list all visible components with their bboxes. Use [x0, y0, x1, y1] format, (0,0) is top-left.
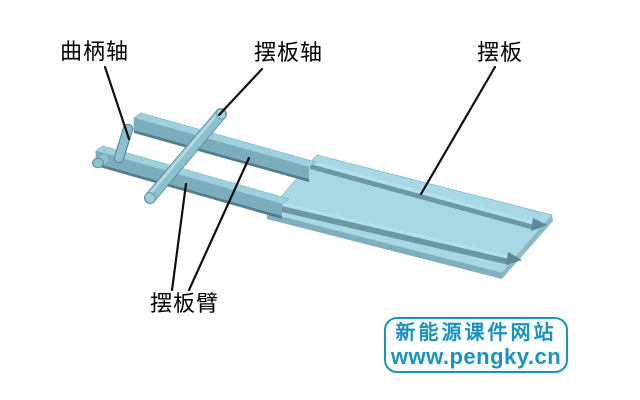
label-swing-plate-arm: 摆板臂 [150, 291, 220, 316]
leader-line-arm-a [170, 182, 188, 292]
crank-shaft-stub [92, 154, 109, 169]
swing-plate [266, 154, 553, 279]
leader-line-crank-shaft [103, 65, 131, 141]
label-swing-plate-shaft: 摆板轴 [254, 40, 324, 65]
label-swing-plate: 摆板 [477, 40, 524, 65]
label-crank-shaft: 曲柄轴 [60, 39, 130, 64]
plate-bottom-ridge [268, 199, 522, 265]
leader-line-swing-plate-shaft [217, 67, 264, 117]
leader-line-arm-b [187, 156, 251, 292]
watermark-badge: 新能源课件网站 www.pengky.cn [384, 317, 568, 373]
watermark-site-name: 新能源课件网站 [395, 321, 557, 344]
swing-plate-arm-top [133, 112, 317, 182]
leader-line-swing-plate [419, 65, 497, 196]
swing-plate-shaft-cylinder [144, 108, 227, 204]
watermark-site-url: www.pengky.cn [390, 343, 562, 369]
